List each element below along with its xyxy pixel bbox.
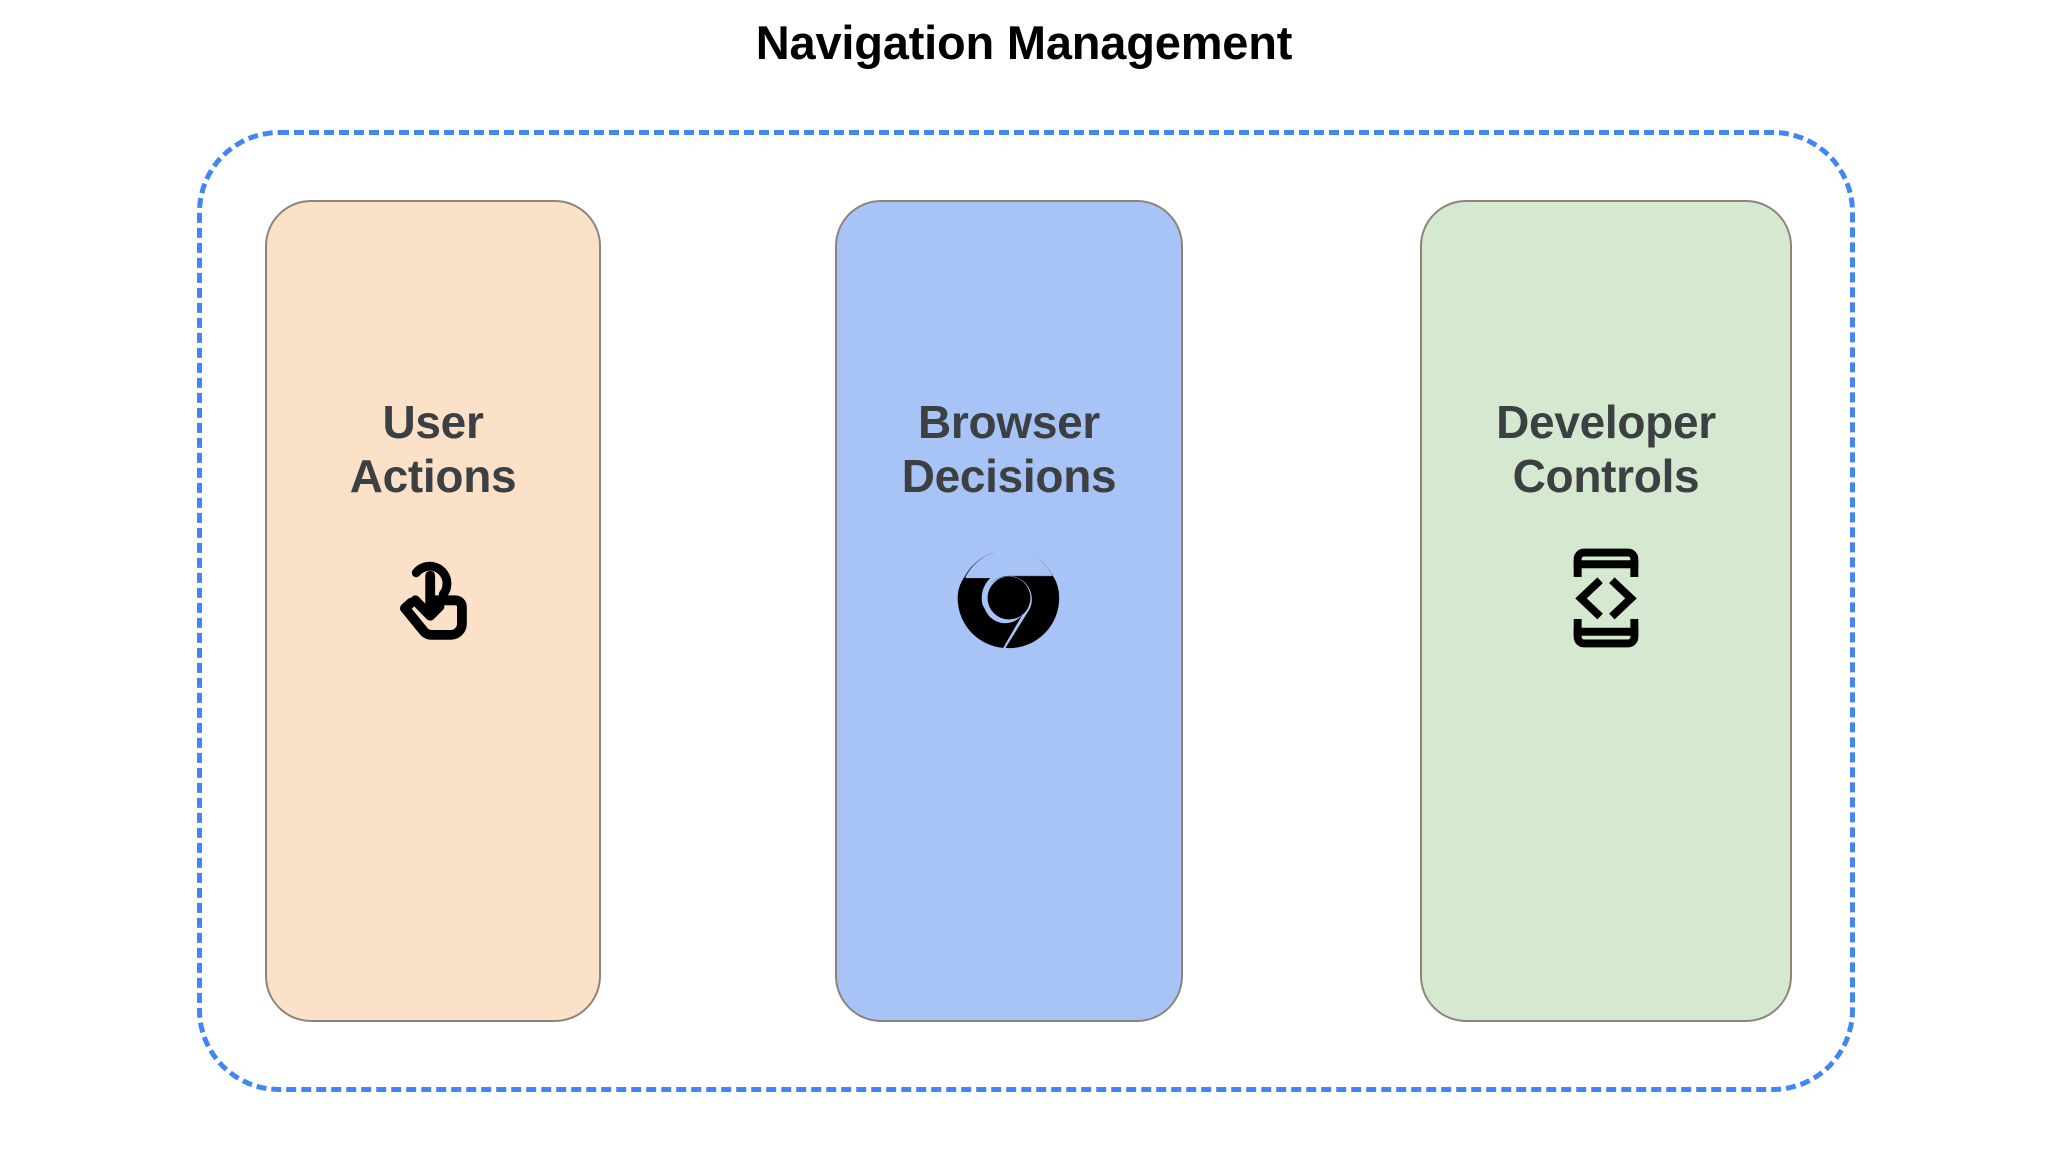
card-developer-controls[interactable]: Developer Controls	[1420, 200, 1792, 1022]
chrome-logo-icon	[949, 538, 1069, 658]
card-row: User Actions Browser Decisions	[197, 200, 1855, 1022]
card-label-user-actions: User Actions	[349, 396, 517, 502]
touch-gesture-icon	[373, 538, 493, 658]
navigation-management-group-boundary	[197, 130, 1855, 1092]
card-label-developer-controls: Developer Controls	[1496, 396, 1716, 502]
card-label-browser-decisions: Browser Decisions	[901, 396, 1117, 502]
card-browser-decisions[interactable]: Browser Decisions	[835, 200, 1183, 1022]
page-title: Navigation Management	[755, 16, 1293, 69]
card-user-actions[interactable]: User Actions	[265, 200, 601, 1022]
developer-mode-icon	[1546, 538, 1666, 658]
